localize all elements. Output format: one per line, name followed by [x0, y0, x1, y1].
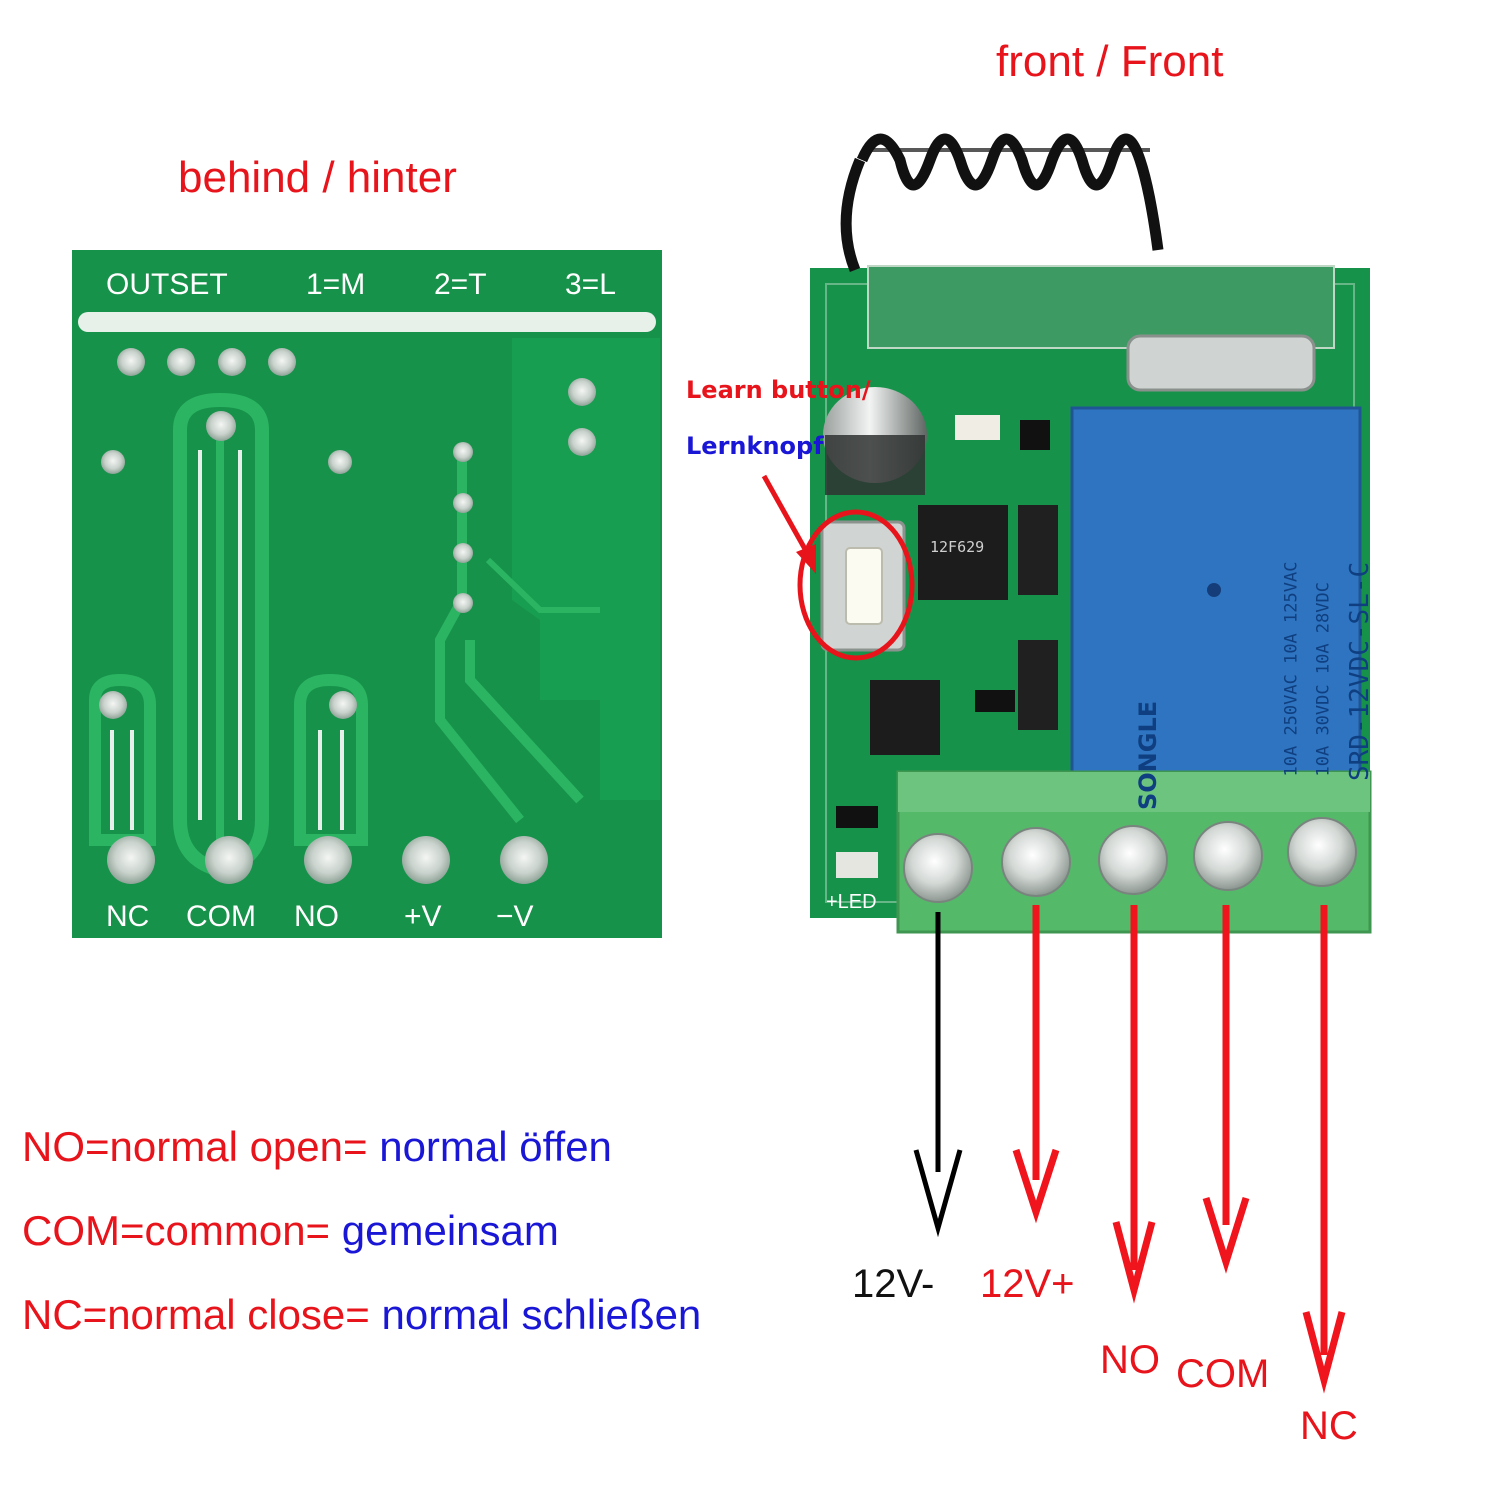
back-pad-vminus: [500, 836, 548, 884]
learn-button-cap: [845, 547, 883, 625]
back-label-3l: 3=L: [565, 268, 616, 301]
back-label-com: COM: [186, 900, 256, 933]
relay-print: SONGLE 10A 250VAC 10A 125VAC 10A 30VDC 1…: [1072, 408, 1375, 810]
arrow-nc-head: [1302, 1311, 1346, 1394]
diode-d1: [1018, 640, 1058, 730]
terminal-label-com: COM: [1176, 1352, 1270, 1396]
terminal-label-no: NO: [1100, 1338, 1160, 1382]
definition-com-translation: gemeinsam: [330, 1207, 559, 1254]
arrow-12v-plus-head: [1012, 1148, 1060, 1224]
screw-12v-minus: [903, 833, 973, 903]
back-pad-c3: [453, 543, 473, 563]
rf-module: [867, 265, 1335, 349]
back-pad-3: [218, 348, 246, 376]
relay-rating-1: 10A 250VAC 10A 125VAC: [1281, 561, 1302, 777]
back-pad-r1: [568, 378, 596, 406]
resistor-r1: [955, 415, 1000, 440]
definition-no: NO=normal open= normal öffen: [22, 1126, 612, 1168]
front-pcb: [761, 133, 1372, 934]
definition-com: COM=common= gemeinsam: [22, 1210, 559, 1252]
screw-com: [1193, 821, 1263, 891]
learn-arrow-shaft: [761, 474, 813, 560]
back-pad-nc-top: [99, 691, 127, 719]
back-label-nc: NC: [106, 900, 150, 933]
resistor-221: [975, 690, 1015, 712]
back-copper-pour: [512, 338, 660, 800]
back-pad-c2: [453, 493, 473, 513]
regulator-chip: [870, 680, 940, 755]
mcu-chip: [918, 505, 1008, 600]
capacitor-body: [825, 435, 925, 495]
led-resistor: [836, 806, 878, 828]
back-label-1m: 1=M: [306, 268, 366, 301]
back-com-trace: [173, 392, 269, 878]
screw-nc: [1287, 817, 1357, 887]
terminal-block-top: [898, 772, 1370, 812]
arrow-no-head: [1112, 1221, 1156, 1304]
crystal-oscillator: [1126, 334, 1316, 392]
back-trace-c: [465, 640, 584, 804]
back-label-outset: OUTSET: [106, 268, 228, 301]
back-pad-c4: [453, 593, 473, 613]
learn-button-highlight: [797, 509, 915, 661]
back-pad-com: [205, 836, 253, 884]
learn-button-label-en: Learn button/: [686, 376, 871, 404]
back-pad-left: [101, 450, 125, 474]
back-pad-nc: [107, 836, 155, 884]
back-trace-b: [485, 557, 600, 613]
learn-arrow-head: [796, 544, 816, 574]
definition-nc-translation: normal schließen: [369, 1291, 702, 1338]
back-title: behind / hinter: [178, 153, 457, 202]
transistor-q1: [1020, 420, 1050, 450]
back-pad-2: [167, 348, 195, 376]
definition-nc: NC=normal close= normal schließen: [22, 1294, 701, 1336]
definition-nc-term: NC=normal close=: [22, 1291, 370, 1338]
led: [836, 852, 878, 878]
back-pcb: [72, 250, 662, 938]
back-pad-c1: [453, 442, 473, 462]
back-label-2t: 2=T: [434, 268, 487, 301]
back-pad-r2: [568, 428, 596, 456]
front-title: front / Front: [996, 37, 1224, 86]
back-pad-4: [268, 348, 296, 376]
terminal-arrows: [913, 905, 1346, 1394]
definition-no-translation: normal öffen: [367, 1123, 612, 1170]
back-silk-bar: [78, 312, 656, 332]
back-pad-no-top: [329, 691, 357, 719]
definition-com-term: COM=common=: [22, 1207, 331, 1254]
back-label-no: NO: [294, 900, 339, 933]
terminal-label-nc: NC: [1300, 1404, 1358, 1448]
mcu-chip-label: 12F629: [930, 538, 985, 556]
diode-d2: [1018, 505, 1058, 595]
terminal-label-12v-plus: 12V+: [980, 1262, 1075, 1306]
back-pad-com-top: [206, 411, 236, 441]
screw-12v-plus: [1001, 827, 1071, 897]
back-label-vminus: −V: [496, 900, 534, 933]
led-label: +LED: [826, 891, 877, 913]
relay-model: SRD-12VDC-SL-C: [1345, 561, 1375, 781]
arrow-com-head: [1202, 1196, 1250, 1274]
relay-brand: SONGLE: [1134, 700, 1162, 810]
antenna-coil: [840, 133, 1164, 273]
relay-rating-2: 10A 30VDC 10A 28VDC: [1313, 582, 1334, 777]
screw-no: [1098, 825, 1168, 895]
back-no-trace: [294, 673, 368, 846]
back-pad-mid: [328, 450, 352, 474]
learn-button-label-de: Lernknopf: [686, 432, 824, 460]
back-pad-vplus: [402, 836, 450, 884]
back-nc-trace: [89, 673, 156, 846]
back-label-vplus: +V: [404, 900, 442, 933]
relay-dot: [1207, 583, 1221, 597]
terminal-label-12v-minus: 12V-: [852, 1262, 935, 1306]
back-pad-1: [117, 348, 145, 376]
definition-no-term: NO=normal open=: [22, 1123, 368, 1170]
back-pad-no: [304, 836, 352, 884]
arrow-12v-minus-head: [913, 1149, 963, 1238]
